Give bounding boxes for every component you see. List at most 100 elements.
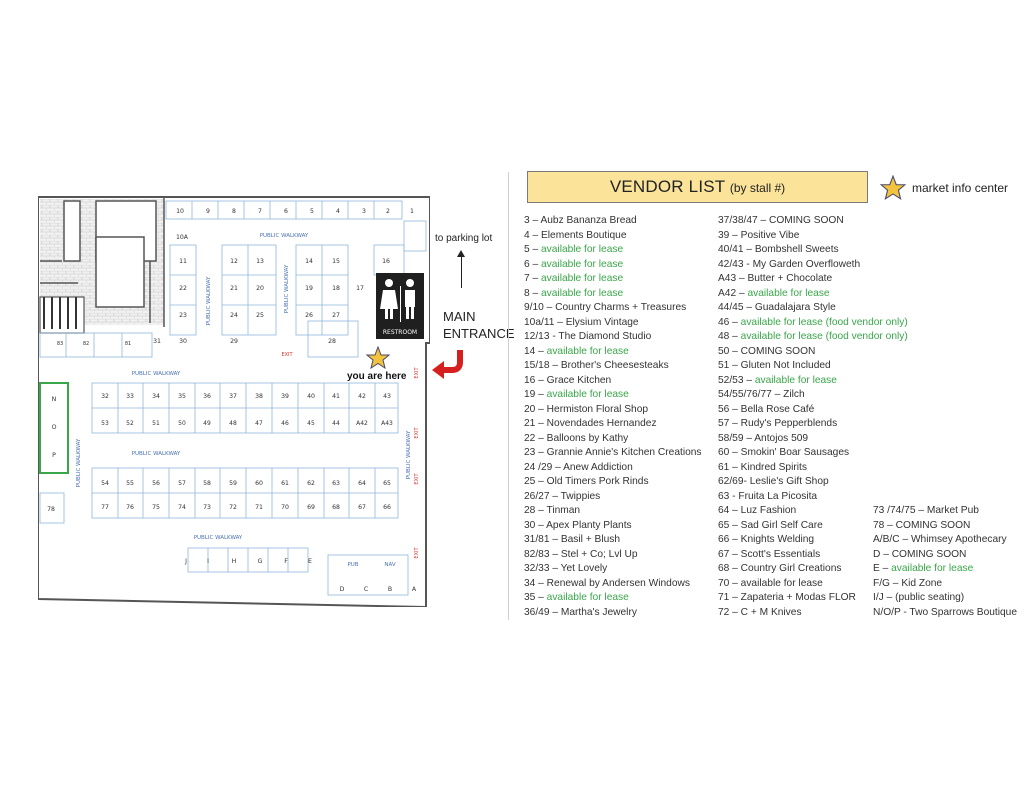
vendor-stall: 34 – (524, 577, 547, 589)
vendor-name: Tinman (546, 505, 581, 516)
vendor-row: 19 – available for lease (524, 388, 702, 403)
stall-label: 30 (179, 338, 187, 345)
vendor-stall: 40/41 – (718, 244, 755, 255)
vendor-row: 10a/11 – Elysium Vintage (524, 316, 702, 331)
stall-label: 25 (256, 312, 264, 319)
vendor-stall: 64 – (718, 505, 741, 516)
vendor-row: 48 – available for lease (food vendor on… (718, 330, 908, 345)
vendor-name: Rudy's Pepperblends (740, 418, 838, 429)
exit-label-5: EXIT (281, 352, 293, 358)
vendor-row: 5 – available for lease (524, 243, 702, 258)
vendor-name: Sad Girl Self Care (740, 519, 823, 531)
vendor-stall: 67 – (718, 548, 741, 560)
vendor-name: Country Charms + Treasures (555, 302, 687, 313)
walkway-label-v2: PUBLIC WALKWAY (284, 264, 290, 313)
vendor-name: COMING SOON (891, 548, 967, 560)
stall-label: 66 (383, 504, 391, 511)
vendor-name: COMING SOON (768, 215, 844, 226)
nav-label: NAV (384, 562, 396, 568)
vendor-stall: 50 – (718, 345, 741, 357)
walkway-label-v3: PUBLIC WALKWAY (76, 438, 82, 487)
stall-label: 26 (305, 312, 313, 319)
floor-map: RESTROOM PUBLIC WALKWAY PUBLIC WALKWAY P… (38, 196, 430, 607)
vendor-name: Smokin' Boar Sausages (740, 447, 850, 458)
vendor-row: 66 – Knights Welding (718, 533, 908, 548)
vendor-lease-status: available for lease (754, 374, 837, 386)
vendor-name: Grace Kitchen (546, 374, 612, 386)
vendor-lease-status: available for lease (541, 244, 624, 255)
vendor-stall: 68 – (718, 563, 741, 574)
vendor-stall: I/J – (873, 592, 896, 603)
stall-label: 18 (332, 285, 340, 292)
stall-label: 22 (179, 285, 187, 292)
vendor-stall: 44/45 – (718, 302, 755, 313)
vendor-row: 14 – available for lease (524, 345, 702, 360)
stall-label: 16 (382, 258, 390, 265)
stall-label: 67 (358, 504, 366, 511)
stall-label: 5 (310, 208, 314, 215)
stall-label: 78 (47, 506, 55, 513)
vendor-name: Elements Boutique (541, 229, 627, 241)
vendor-row: 39 – Positive Vibe (718, 229, 908, 244)
stall-label: A42 (356, 420, 368, 427)
vendor-stall: 37/38/47 – (718, 215, 769, 226)
vendor-row: A/B/C – Whimsey Apothecary (873, 533, 1017, 548)
stall-label: 20 (256, 285, 264, 292)
stall-label: 33 (126, 393, 134, 400)
vendor-name: Two Sparrows Boutique (909, 606, 1018, 618)
vendor-row: 61 – Kindred Spirits (718, 461, 908, 476)
stall-label: 82 (83, 341, 89, 347)
stall-label: 44 (332, 420, 340, 427)
vendor-row: 16 – Grace Kitchen (524, 374, 702, 389)
stall-label: G (258, 558, 263, 565)
vendor-name: Novendades Hernandez (546, 418, 657, 429)
vendor-lease-status: available for lease (541, 273, 624, 284)
vendor-stall: 26/27 – (524, 490, 561, 502)
vendor-stall: 51 – (718, 360, 741, 371)
vendor-name: Knights Welding (740, 534, 815, 545)
pub-label: PUB (347, 562, 358, 568)
stall-label: 42 (358, 393, 366, 400)
vendor-stall: 4 – (524, 229, 541, 241)
vendor-stall: 58/59 – (718, 432, 755, 444)
stall-label: 47 (255, 420, 263, 427)
exit-label-2: EXIT (414, 427, 420, 439)
exit-label-3: EXIT (414, 473, 420, 485)
walkway-label-bottom: PUBLIC WALKWAY (194, 535, 243, 541)
panel-divider (508, 172, 509, 620)
stall-label: I (207, 558, 209, 565)
vendor-row: 36/49 – Martha's Jewelry (524, 606, 702, 621)
vendor-name: available for lease (740, 577, 823, 589)
vendor-name: Anew Addiction (563, 461, 633, 473)
stall-label: A43 (381, 420, 393, 427)
vendor-stall: 3 – (524, 215, 541, 226)
vendor-lease-status: available for lease (541, 287, 624, 299)
vendor-row: 65 – Sad Girl Self Care (718, 519, 908, 534)
stall-label: 48 (229, 420, 237, 427)
vendor-name: Grannie Annie's Kitchen Creations (546, 447, 702, 458)
vendor-stall: 72 – (718, 606, 741, 618)
stall-label: 52 (126, 420, 134, 427)
stall-label: 68 (332, 504, 340, 511)
vendor-row: 31/81 – Basil + Blush (524, 533, 702, 548)
stall-label: 57 (178, 480, 186, 487)
stall-label: 69 (307, 504, 315, 511)
vendor-row: 24 /29 – Anew Addiction (524, 461, 702, 476)
stall-label: 21 (230, 285, 238, 292)
vendor-stall: 82/83 – (524, 548, 561, 560)
stall-label: 43 (383, 393, 391, 400)
stall-label: 49 (203, 420, 211, 427)
stall-label: 34 (152, 393, 160, 400)
vendor-row: 15/18 – Brother's Cheesesteaks (524, 359, 702, 374)
vendor-name: Basil + Blush (560, 534, 621, 545)
vendor-lease-status: available for lease (546, 389, 629, 400)
stall-label: 28 (328, 338, 336, 345)
stall-label: 51 (152, 420, 160, 427)
stall-label: C (364, 586, 368, 593)
vendor-stall: F/G – (873, 577, 902, 589)
stall-label: 77 (101, 504, 109, 511)
vendor-stall: A/B/C – (873, 534, 911, 545)
vendor-name: Bella Rose Café (740, 403, 815, 415)
vendor-stall: 8 – (524, 287, 541, 299)
stall-label: B (388, 586, 392, 593)
